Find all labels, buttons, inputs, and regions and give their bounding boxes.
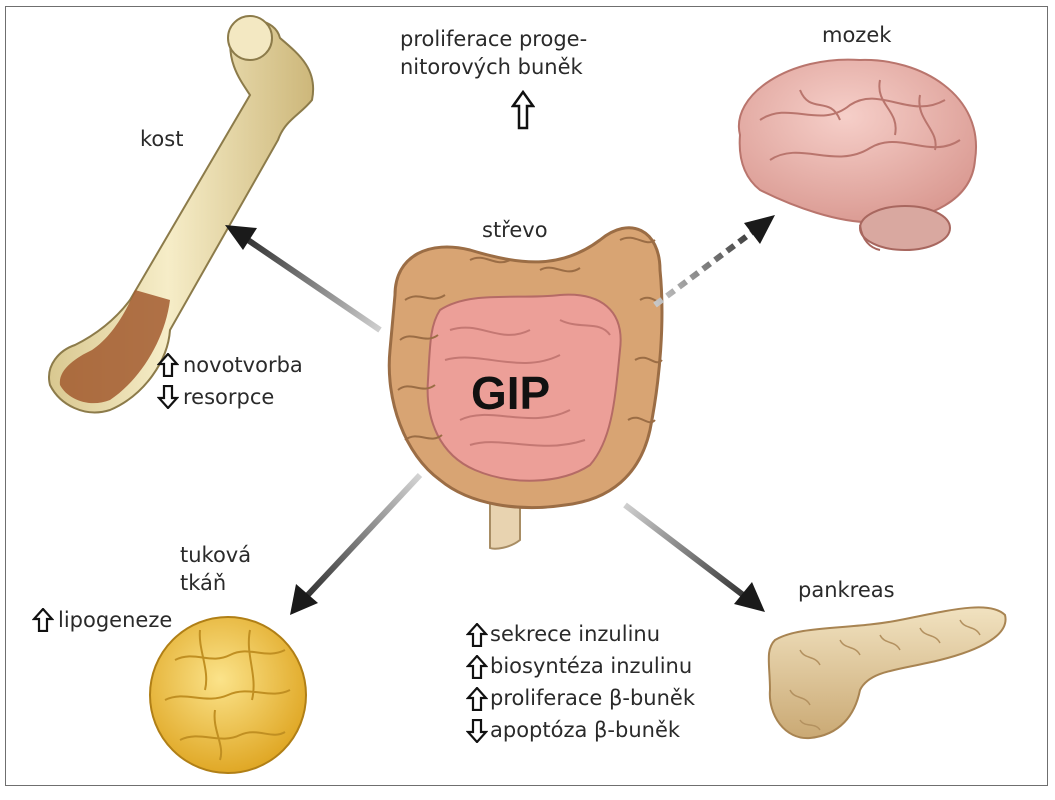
brain-illustration — [737, 58, 978, 251]
pancreas-effect-row: biosyntéza inzulinu — [466, 654, 693, 679]
pancreas-effect-row: apoptóza β-buněk — [466, 718, 681, 743]
effect-label: proliferace β-buněk — [490, 686, 695, 710]
progenitor-up-arrow-icon — [510, 89, 536, 130]
progenitor-line2: nitorových buněk — [400, 55, 583, 79]
up-arrow-icon — [466, 687, 488, 711]
label-intestine: střevo — [482, 218, 548, 242]
up-arrow-icon — [157, 353, 179, 377]
label-brain: mozek — [822, 23, 892, 47]
arrow-to-fat — [290, 472, 423, 615]
figure-frame — [5, 6, 1048, 786]
label-fat-line1: tuková — [180, 543, 252, 567]
down-arrow-icon — [157, 385, 179, 409]
effect-label: resorpce — [183, 385, 275, 409]
effect-label: lipogeneze — [58, 608, 173, 632]
effect-label: sekrece inzulinu — [490, 622, 661, 646]
intestine-illustration — [387, 226, 664, 550]
down-arrow-icon — [466, 719, 488, 743]
up-arrow-icon — [466, 655, 488, 679]
bone-effect-row: resorpce — [157, 385, 274, 409]
pancreas-illustration — [767, 606, 1007, 740]
effect-label: apoptóza β-buněk — [490, 718, 681, 742]
progenitor-line1: proliferace proge- — [400, 27, 588, 51]
pancreas-effect-row: proliferace β-buněk — [466, 686, 695, 711]
arrow-to-bone — [225, 225, 382, 333]
effect-label: novotvorba — [183, 353, 303, 377]
fat-effect-row: lipogeneze — [32, 608, 172, 632]
label-bone: kost — [140, 127, 184, 151]
arrow-to-pancreas — [623, 502, 765, 612]
pancreas-effect-row: sekrece inzulinu — [466, 622, 661, 647]
bone-effect-row: novotvorba — [157, 353, 303, 377]
bone-illustration — [48, 15, 315, 414]
fat-tissue-illustration — [149, 616, 307, 774]
label-pancreas: pankreas — [798, 578, 895, 602]
effect-label: biosyntéza inzulinu — [490, 654, 693, 678]
up-arrow-icon — [466, 623, 488, 647]
up-arrow-icon — [32, 608, 54, 632]
arrow-to-brain-dashed — [653, 215, 775, 308]
gip-label: GIP — [471, 367, 551, 419]
label-fat-line2: tkáň — [180, 571, 227, 595]
